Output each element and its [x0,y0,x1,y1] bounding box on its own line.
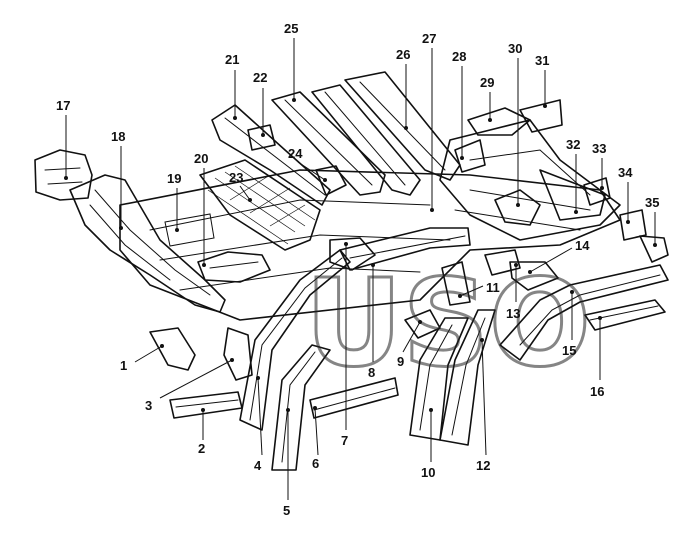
watermark: USO [305,255,591,394]
callout-18: 18 [111,129,125,144]
part-25 [271,91,386,196]
callout-10: 10 [421,465,435,480]
callout-12: 12 [476,458,490,473]
part-28 [454,139,486,173]
part-17 [34,149,93,201]
callout-31: 31 [535,53,549,68]
part-13 [484,249,521,276]
callout-14: 14 [575,238,590,253]
part-4 [239,249,351,431]
callout-2: 2 [198,441,205,456]
part-9 [404,309,441,339]
part-26 [311,84,421,196]
callout-8: 8 [368,365,375,380]
part-18 [69,174,226,313]
part-12 [439,309,496,446]
callout-6: 6 [312,456,319,471]
part-15 [499,264,669,361]
callout-30: 30 [508,41,522,56]
part-21 [211,104,331,206]
callout-22: 22 [253,70,267,85]
callout-26: 26 [396,47,410,62]
leader-lines [65,38,656,500]
callout-3: 3 [145,398,152,413]
part-20 [197,251,271,283]
part-19 [164,213,215,247]
callout-19: 19 [167,171,181,186]
callout-25: 25 [284,21,298,36]
callout-23: 23 [229,170,243,185]
callout-1: 1 [120,358,127,373]
callout-27: 27 [422,31,436,46]
part-7 [329,237,376,271]
part-32 [539,169,606,221]
part-34 [619,209,647,241]
part-14 [509,261,559,291]
callout-15: 15 [562,343,576,358]
part-16 [584,299,666,331]
callout-4: 4 [254,458,262,473]
part-1 [149,327,196,371]
part-35 [639,235,669,263]
callout-29: 29 [480,75,494,90]
part-29 [467,107,531,136]
callout-32: 32 [566,137,580,152]
callout-20: 20 [194,151,208,166]
callout-16: 16 [590,384,604,399]
callout-28: 28 [452,49,466,64]
part-8 [339,227,471,271]
part-30 [494,189,541,226]
part-27 [344,71,461,181]
callout-labels: 1 2 3 4 5 6 7 8 9 10 11 12 13 14 15 16 1… [56,21,659,518]
callout-7: 7 [341,433,348,448]
callout-21: 21 [225,52,239,67]
part-2 [169,391,243,419]
callout-9: 9 [397,354,404,369]
callout-5: 5 [283,503,290,518]
part-33 [583,177,611,206]
part-5 [271,344,331,471]
leader-dots [64,98,657,412]
callout-34: 34 [618,165,633,180]
callout-24: 24 [288,146,303,161]
rear-floor [439,119,621,241]
callout-13: 13 [506,306,520,321]
part-23 [199,159,321,251]
callout-17: 17 [56,98,70,113]
part-31 [519,99,563,133]
part-11 [441,261,471,306]
part-3 [223,327,253,381]
callout-11: 11 [486,280,500,295]
callout-35: 35 [645,195,659,210]
part-24 [315,165,347,196]
callout-33: 33 [592,141,606,156]
part-6 [309,377,399,419]
